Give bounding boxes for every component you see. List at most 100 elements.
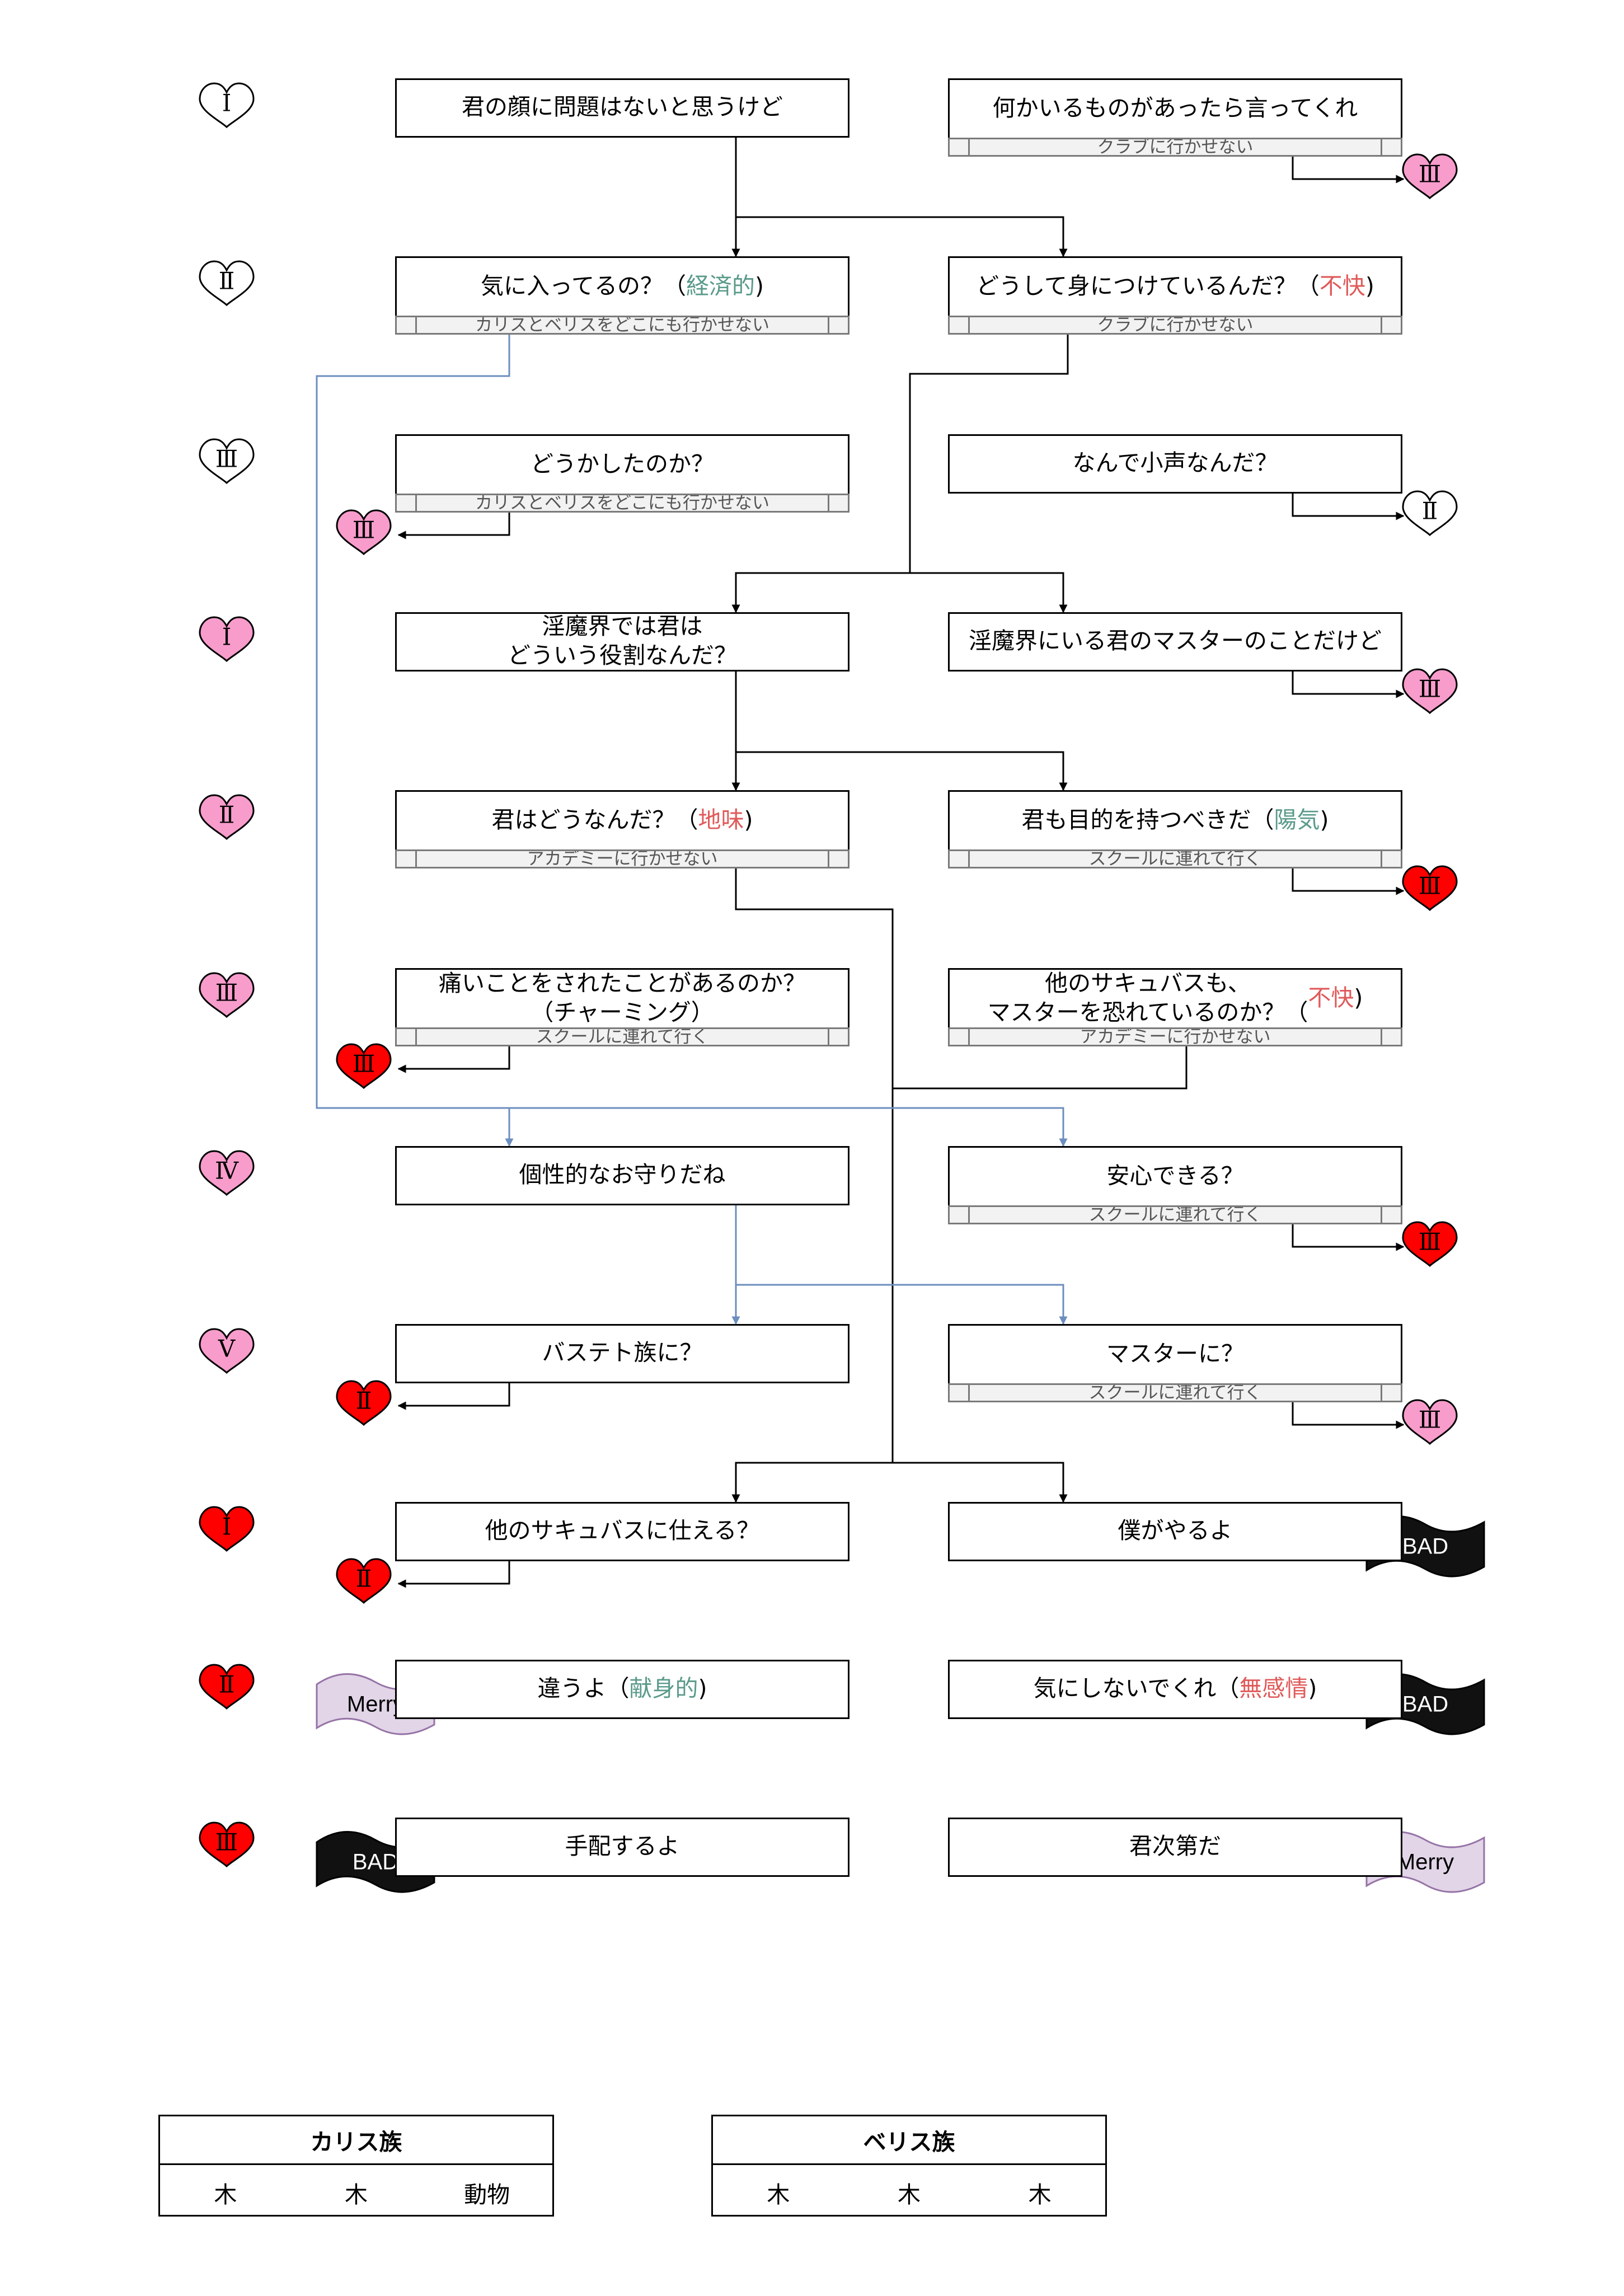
banner-shape [316,1831,435,1893]
ending-tag-label: Merry [1397,1850,1454,1875]
choice-text: 僕がやるよ [1118,1516,1233,1544]
connector-line [397,513,510,539]
choice-text: 何かいるものがあったら言ってくれ [992,94,1358,121]
choice-right: 僕がやるよ [948,1502,1402,1561]
karis-cell: 木 [214,2181,237,2208]
heart-icon [199,1821,255,1868]
choice-text: 違うよ（ [537,1674,630,1702]
choice-keyword: 献身的 [629,1674,698,1702]
choice-left: 君はどうなんだ？（地味)アカデミーに行かせない [395,790,849,868]
right-result-heart: Ⅱ [1402,490,1458,537]
merry-ending-tag: Merry [316,1673,435,1735]
heart-icon [336,1558,392,1604]
heart-numeral: Ⅰ [222,625,232,651]
heart-icon [199,260,255,307]
choice-effect-note: アカデミーに行かせない [395,849,849,868]
choice-left: 淫魔界では君は どういう役割なんだ？ [395,612,849,672]
heart-numeral: Ⅲ [215,1830,238,1856]
choice-left: 手配するよ [395,1818,849,1877]
connector-line [731,868,894,1503]
heart-icon [336,1380,392,1426]
connector-line [316,335,514,1147]
choice-keyword: 経済的 [686,272,755,299]
choice-text: なんで小声なんだ？ [1072,449,1278,476]
heart-numeral: Ⅲ [353,518,376,544]
row-heart: Ⅱ [199,1664,255,1710]
row-heart: Ⅱ [199,794,255,841]
choice-keyword: 陽気 [1274,806,1320,833]
heart-icon [199,616,255,663]
choice-left: 気に入ってるの？（経済的)カリスとベリスをどこにも行かせない [395,256,849,335]
connector-line [509,1107,1068,1147]
heart-icon [1402,865,1458,912]
heart-icon [336,1043,392,1090]
choice-effect-note: クラブに行かせない [948,316,1402,335]
connector-line [1292,868,1405,895]
connector-line [893,1462,1068,1503]
heart-numeral: Ⅱ [1422,499,1438,525]
choice-right: 何かいるものがあったら言ってくれクラブに行かせない [948,78,1402,157]
choice-text: 痛いことをされたことがあるのか？ （チャーミング） [439,969,806,1026]
choice-close-paren: ) [698,1674,707,1702]
heart-icon [199,438,255,485]
choice-effect-note: スクールに連れて行く [948,1205,1402,1224]
heart-icon [1402,490,1458,537]
row-heart: Ⅰ [199,616,255,663]
row-heart: Ⅰ [199,82,255,129]
choice-effect-note: アカデミーに行かせない [948,1027,1402,1046]
heart-numeral: Ⅱ [219,1673,235,1698]
choice-close-paren: ) [1308,1674,1317,1702]
heart-icon [1402,668,1458,715]
choice-effect-note: スクールに連れて行く [948,849,1402,868]
heart-numeral: Ⅲ [1419,677,1442,703]
heart-icon [199,1150,255,1196]
choice-effect-note: クラブに行かせない [948,138,1402,157]
choice-close-paren: ) [1320,806,1329,833]
choice-effect-note: スクールに連れて行く [395,1027,849,1046]
choice-text: 君次第だ [1129,1832,1221,1860]
heart-numeral: Ⅱ [219,269,235,295]
choice-right: なんで小声なんだ？ [948,434,1402,494]
choice-right: 気にしないでくれ（無感情) [948,1660,1402,1719]
heart-numeral: Ⅲ [215,981,238,1007]
row-heart: Ⅲ [199,1821,255,1868]
ending-tag-label: BAD [1402,1534,1448,1559]
heart-numeral: Ⅰ [222,91,232,117]
heart-icon [199,794,255,841]
ending-tag-label: BAD [353,1850,398,1875]
belis-table: ベリス族 木 木 木 [711,2115,1107,2217]
connector-line [1292,157,1405,184]
right-result-heart: Ⅲ [1402,668,1458,715]
heart-icon [199,1506,255,1552]
choice-text: 君も目的を持つべきだ（ [1021,806,1274,833]
heart-numeral: Ⅲ [215,447,238,473]
heart-numeral: Ⅰ [222,1515,232,1541]
choice-right: 淫魔界にいる君のマスターのことだけど [948,612,1402,672]
heart-icon [199,1664,255,1710]
heart-icon [199,1328,255,1374]
belis-cell: 木 [898,2181,921,2208]
connector-line [1292,494,1405,520]
choice-close-paren: ) [1365,272,1374,299]
belis-table-title: ベリス族 [713,2116,1105,2165]
karis-cell: 動物 [464,2181,510,2208]
choice-right: 他のサキュバスも、 マスターを恐れているのか？（不快)アカデミーに行かせない [948,968,1402,1046]
choice-close-paren: ) [754,272,764,299]
ending-tag-label: BAD [1402,1692,1448,1717]
heart-numeral: Ⅱ [356,1389,372,1415]
connector-line [397,1383,510,1410]
row-heart: Ⅱ [199,260,255,307]
choice-text: バステト族に？ [542,1339,703,1366]
row-heart: Ⅰ [199,1506,255,1552]
choice-text: 君の顔に問題はないと思うけど [462,93,783,120]
karis-table-title: カリス族 [160,2116,552,2165]
choice-text: 手配するよ [565,1832,680,1860]
row-heart: Ⅴ [199,1328,255,1374]
choice-text: 安心できる？ [1106,1162,1244,1189]
choice-left: どうかしたのか？カリスとベリスをどこにも行かせない [395,434,849,513]
heart-numeral: Ⅴ [218,1337,236,1363]
left-result-heart: Ⅲ [336,509,392,556]
heart-numeral: Ⅳ [215,1159,239,1185]
choice-right: 君も目的を持つべきだ（陽気) スクールに連れて行く [948,790,1402,868]
choice-keyword: 不快 [1308,984,1354,1011]
